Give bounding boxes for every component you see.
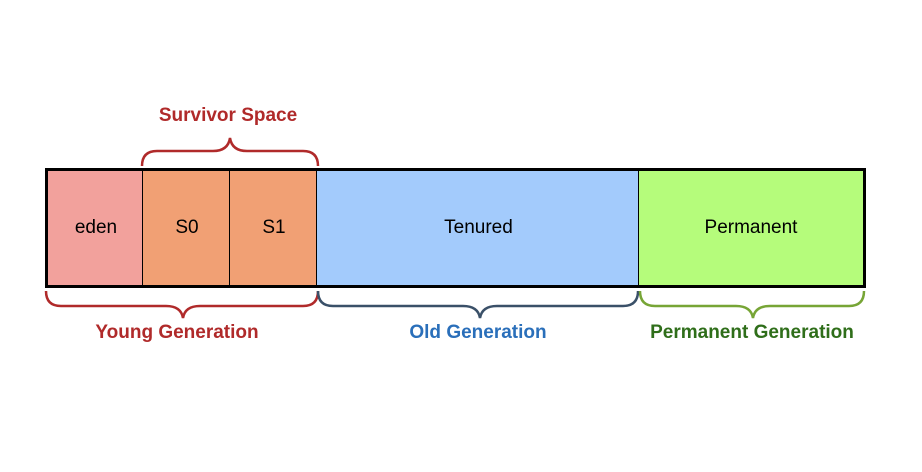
tenured-block: Tenured [316,168,641,288]
survivor-space-label: Survivor Space [158,105,298,126]
s1-label: S1 [262,217,286,238]
young-generation-brace [44,290,320,319]
s0-block: S0 [142,168,232,288]
eden-label: eden [74,217,118,238]
tenured-label: Tenured [444,217,513,238]
eden-block: eden [45,168,145,288]
old-generation-label: Old Generation [409,322,547,343]
young-generation-label: Young Generation [95,322,259,343]
old-generation-brace [316,290,640,319]
permanent-generation-brace [638,290,866,319]
survivor-brace [140,137,320,167]
permanent-label: Permanent [704,217,798,238]
permanent-block: Permanent [638,168,866,288]
s1-block: S1 [229,168,319,288]
permanent-generation-label: Permanent Generation [650,322,854,343]
s0-label: S0 [175,217,199,238]
